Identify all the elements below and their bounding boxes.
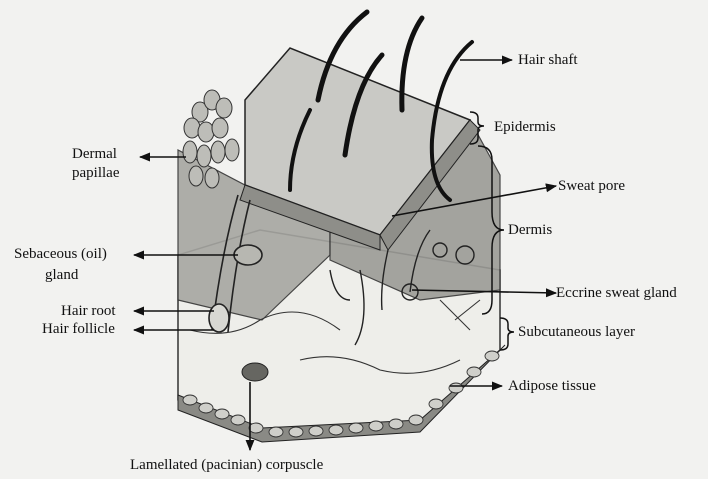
- label-hair-shaft: Hair shaft: [518, 51, 578, 69]
- dermal-papillae-cluster: [183, 90, 239, 188]
- pacinian-corpuscle: [242, 363, 268, 381]
- label-sweat-pore: Sweat pore: [558, 177, 625, 195]
- label-eccrine-sweat-gland: Eccrine sweat gland: [556, 284, 677, 302]
- label-dermis: Dermis: [508, 221, 552, 239]
- label-adipose-tissue: Adipose tissue: [508, 377, 596, 395]
- label-sebaceous-2: gland: [45, 266, 78, 284]
- bracket-subcutaneous: [500, 318, 514, 350]
- label-epidermis: Epidermis: [494, 118, 556, 136]
- label-subcutaneous-layer: Subcutaneous layer: [518, 323, 635, 341]
- label-sebaceous-1: Sebaceous (oil): [14, 245, 107, 263]
- label-lamellated-corpuscle: Lamellated (pacinian) corpuscle: [130, 456, 323, 474]
- label-dermal-papillae-2: papillae: [72, 164, 119, 182]
- label-hair-follicle: Hair follicle: [42, 320, 115, 338]
- label-dermal-papillae-1: Dermal: [72, 145, 117, 163]
- label-hair-root: Hair root: [61, 302, 116, 320]
